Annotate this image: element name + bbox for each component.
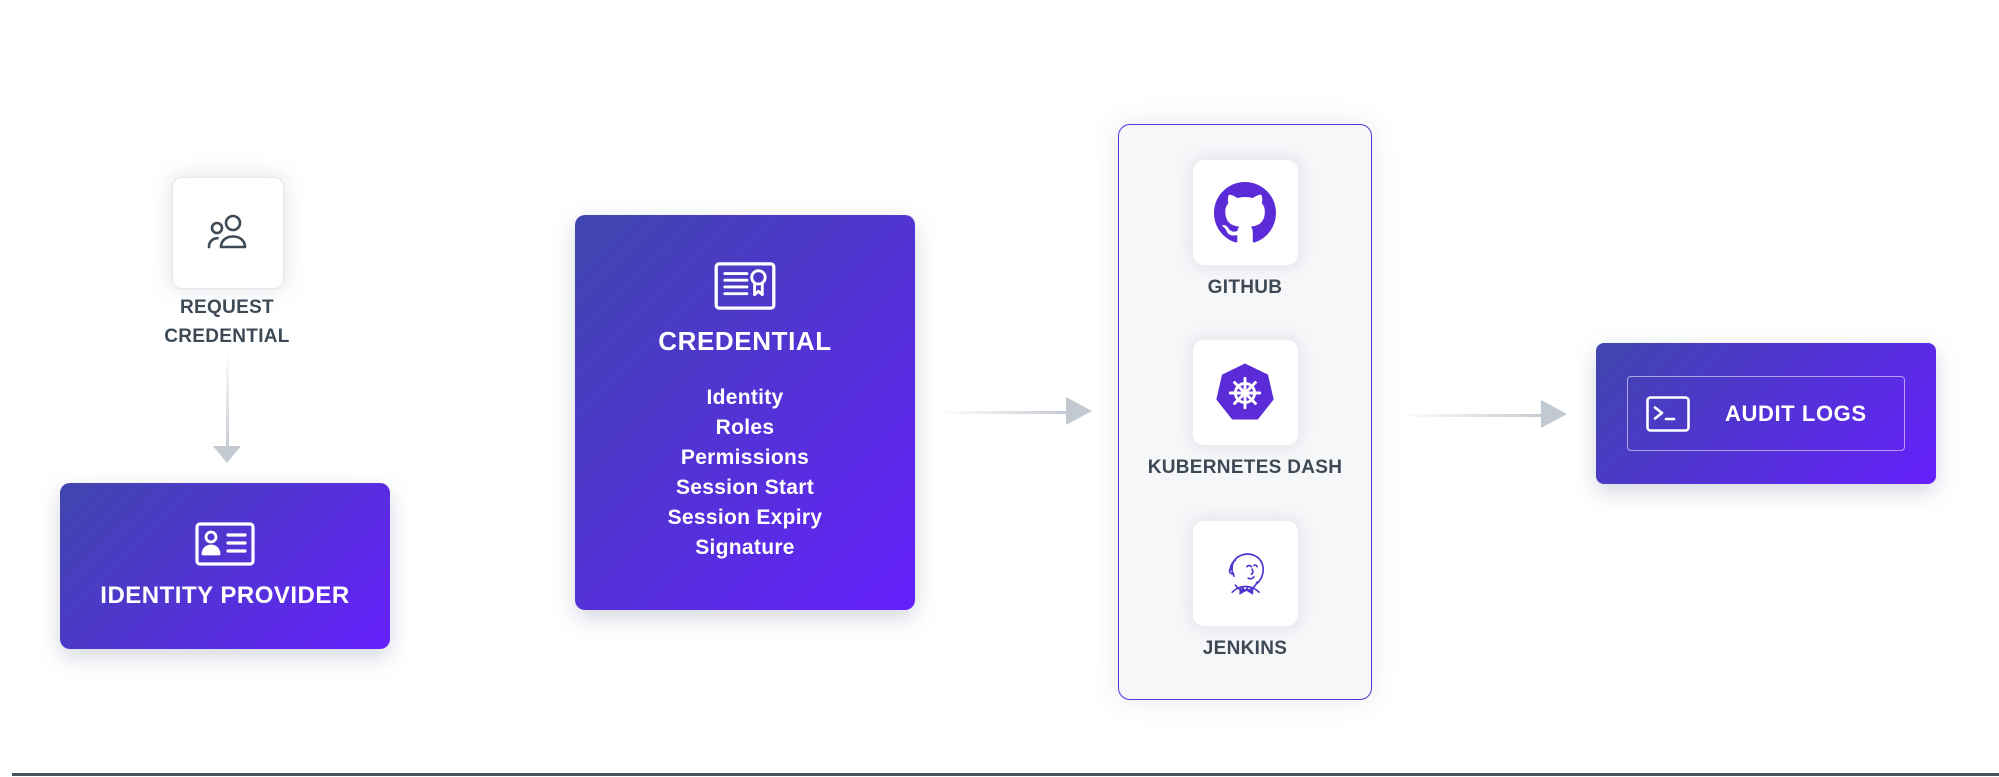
identity-provider-box: IDENTITY PROVIDER — [60, 483, 390, 649]
audit-logs-label: AUDIT LOGS — [1725, 400, 1867, 426]
audit-logs-inner-frame: AUDIT LOGS — [1627, 376, 1905, 451]
credential-box: CREDENTIAL Identity Roles Permissions Se… — [575, 215, 915, 610]
kubernetes-logo-icon — [1213, 361, 1277, 425]
credential-field: Session Expiry — [667, 506, 823, 529]
credential-field: Permissions — [680, 446, 810, 469]
github-label: GITHUB — [1207, 277, 1283, 298]
credential-title: CREDENTIAL — [658, 326, 832, 356]
arrow-right-1-head — [1066, 397, 1092, 425]
credential-field: Session Start — [675, 476, 815, 499]
kubernetes-label: KUBERNETES DASH — [1147, 457, 1343, 479]
bottom-divider — [12, 773, 1999, 776]
tool-group-kubernetes: KUBERNETES DASH — [1145, 339, 1345, 483]
github-logo-icon — [1214, 181, 1276, 244]
audit-logs-box: AUDIT LOGS — [1596, 343, 1936, 484]
arrow-right-2-head — [1541, 400, 1567, 428]
tool-group-jenkins: JENKINS — [1145, 519, 1345, 664]
kubernetes-card — [1191, 339, 1299, 447]
id-card-icon — [195, 522, 255, 566]
tool-group-github: GITHUB — [1145, 159, 1345, 303]
arrow-down-head — [213, 446, 241, 463]
request-credential-label: REQUEST CREDENTIAL — [164, 297, 290, 347]
request-credential-card — [172, 177, 284, 289]
credential-field-list: Identity Roles Permissions Session Start… — [668, 383, 823, 563]
certificate-icon — [714, 262, 776, 310]
arrow-right-1-line — [940, 410, 1068, 414]
arrow-right-2-line — [1398, 413, 1543, 417]
github-card — [1191, 159, 1299, 266]
target-systems-container: GITHUB — [1118, 124, 1372, 700]
jenkins-label: JENKINS — [1202, 637, 1288, 659]
credential-field: Signature — [695, 536, 795, 559]
terminal-icon — [1646, 395, 1690, 432]
jenkins-card — [1191, 519, 1299, 627]
credential-field: Roles — [715, 416, 775, 439]
arrow-down-line — [225, 352, 229, 447]
users-icon — [204, 209, 252, 257]
credential-field: Identity — [706, 386, 784, 409]
identity-provider-label: IDENTITY PROVIDER — [100, 582, 350, 609]
jenkins-logo-icon — [1213, 541, 1277, 605]
